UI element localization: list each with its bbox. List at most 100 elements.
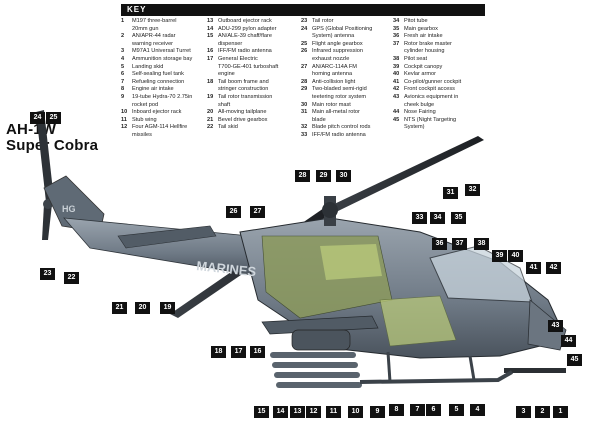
key-item-text: Blade pitch control rods [312, 124, 371, 131]
fuselage-marking: MARINES [196, 258, 258, 279]
key-item-text: Refueling connection [132, 78, 185, 85]
hellfire-missiles [270, 352, 362, 388]
key-item-text: Four AGM-114 Hellfire missiles [132, 124, 188, 138]
key-item-text: M97A1 Universal Turret [132, 48, 191, 55]
key-item-number: 30 [301, 101, 308, 108]
key-item-text: Main all-metal rotor blade [312, 109, 360, 123]
key-item-text: 19-tube Hydra-70 2.75in rocket pod [132, 93, 193, 108]
key-item-number: 23 [301, 18, 308, 24]
key-item-text: Self-sealing fuel tank [132, 71, 184, 78]
key-item-text: Pilot seat [404, 55, 428, 62]
tail-rotor-blade-upper [36, 110, 54, 202]
key-item-text: Tail boom frame and stringer constructio… [218, 78, 269, 93]
key-item-number: 7 [121, 78, 125, 85]
title-line-2: Super Cobra [6, 137, 99, 154]
key-item-text: Kevlar armor [404, 71, 437, 78]
key-item-number: 18 [207, 78, 214, 85]
key-header: KEY [121, 4, 485, 16]
key-item-number: 28 [301, 78, 308, 85]
key-item-text: Rotor brake master cylinder housing [404, 40, 452, 55]
fin-marking: HG [62, 204, 76, 214]
key-item-text: ADU-299 pylon adapter [218, 25, 277, 32]
key-item-text: AN/ALE-39 chaff/flare dispenser [218, 33, 272, 47]
key-item: 39 Cockpit canopy [393, 64, 485, 72]
key-item-text: Main gearbox [404, 25, 438, 32]
key-item-text: Two-bladed semi-rigid teetering rotor sy… [312, 86, 367, 100]
ammo-bay-cutaway [379, 295, 457, 347]
key-item-number: 16 [207, 48, 214, 55]
key-column-2: 13 Outboard ejector rack 14 ADU-299 pylon a… [207, 18, 299, 132]
key-item-number: 35 [393, 25, 400, 32]
key-item-number: 21 [207, 116, 214, 123]
key-item-text: Fresh air intake [404, 33, 443, 40]
skid-strut-front [468, 355, 476, 381]
key-item-number: 45 [393, 116, 400, 123]
key-item: 35 Main gearbox [393, 26, 485, 34]
key-item: 26 Infrared suppression exhaust nozzle [301, 48, 393, 63]
key-item-text: Inboard ejector rack [132, 109, 182, 116]
key-item: 23 Tail rotor [301, 18, 393, 26]
key-item-text: M197 three-barrel 20mm gun [132, 18, 177, 32]
key-item-number: 38 [393, 55, 400, 62]
key-item: 13 Outboard ejector rack [207, 18, 299, 26]
key-item-number: 5 [121, 63, 125, 70]
rotor-hub [322, 202, 338, 218]
key-item: 38 Pilot seat [393, 56, 485, 64]
key-item-text: Front cockpit access [404, 86, 455, 93]
rocket-pod [291, 329, 351, 351]
main-rotor-blade-right [330, 136, 484, 212]
key-item-number: 8 [121, 86, 125, 93]
key-item-text: Tail rotor [312, 18, 334, 24]
key-item-number: 32 [301, 124, 308, 131]
key-item-text: Avionics equipment in cheek bulge [404, 93, 459, 108]
key-item: 14 ADU-299 pylon adapter [207, 26, 299, 34]
key-item-number: 39 [393, 63, 400, 70]
key-item-text: Infrared suppression exhaust nozzle [312, 48, 363, 62]
key-item: 32 Blade pitch control rods [301, 124, 393, 132]
key-item-text: Tail rotor transmission shaft [218, 93, 273, 108]
chin-gun [504, 368, 566, 373]
key-item-text: General Electric T700-GE-401 turboshaft … [218, 55, 279, 78]
key-item-number: 20 [207, 109, 214, 116]
key-item-text: All-moving tailplane [218, 109, 267, 116]
key-item-text: Engine air intake [132, 86, 174, 93]
key-item-number: 31 [301, 109, 308, 116]
key-item-text: Landing skid [132, 63, 164, 70]
key-item-text: Cockpit canopy [404, 63, 443, 70]
key-item-number: 24 [301, 25, 308, 32]
key-item-text: Pitot tube [404, 18, 428, 24]
key-item-number: 14 [207, 25, 214, 32]
key-item-number: 13 [207, 18, 214, 24]
key-item-number: 26 [301, 48, 308, 55]
key-item-number: 41 [393, 78, 400, 85]
tail-rotor-blade-lower [42, 204, 52, 240]
key-item-text: Outboard ejector rack [218, 18, 272, 24]
key-item-number: 4 [121, 55, 125, 62]
key-item-number: 27 [301, 63, 308, 70]
key-item: 5 Landing skid [121, 64, 207, 72]
key-item-text: AN/APR-44 radar warning receiver [132, 33, 176, 47]
